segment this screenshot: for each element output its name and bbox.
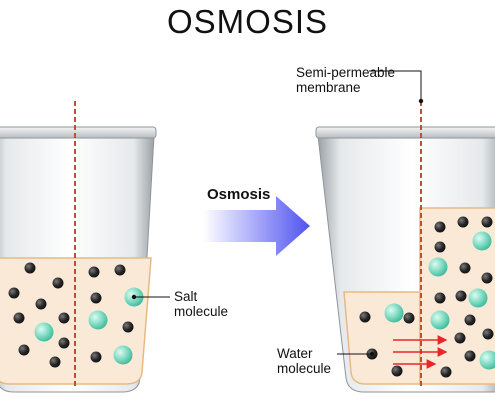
water-molecule: [482, 328, 494, 340]
water-molecule: [49, 356, 61, 368]
water-molecule: [8, 287, 20, 299]
salt-molecule: [479, 350, 495, 370]
left-beaker: [0, 101, 170, 393]
salt-label-line2: molecule: [174, 304, 229, 319]
salt-pointer-dot: [131, 294, 137, 300]
page-title: OSMOSIS: [166, 3, 329, 40]
water-molecule: [434, 292, 446, 304]
water-label: Water molecule: [277, 346, 331, 376]
salt-label-line1: Salt: [174, 289, 198, 304]
water-molecule: [454, 332, 466, 344]
right-beaker: [315, 70, 495, 393]
membrane-pointer-dot: [418, 98, 424, 104]
water-molecule: [481, 216, 493, 228]
osmosis-arrow-label: Osmosis: [207, 186, 271, 203]
membrane-pointer-line: [369, 70, 422, 101]
salt-molecule: [34, 322, 54, 342]
water-molecule: [457, 216, 469, 228]
water-label-line1: Water: [277, 346, 313, 361]
water-molecule: [434, 241, 446, 253]
water-molecule: [464, 314, 476, 326]
salt-molecule: [113, 345, 133, 365]
membrane-label-line2: membrane: [296, 80, 361, 95]
salt-label: Salt molecule: [174, 289, 228, 319]
water-molecule: [359, 311, 371, 323]
right-solution-low: [343, 291, 421, 385]
water-label-line2: molecule: [277, 361, 332, 376]
water-molecule: [481, 272, 493, 284]
water-molecule: [13, 312, 25, 324]
water-molecule: [440, 366, 452, 378]
right-beaker-rim: [315, 126, 495, 139]
water-molecule: [464, 350, 476, 362]
water-molecule: [88, 266, 100, 278]
membrane-label: Semi-permeable membrane: [296, 65, 395, 95]
salt-molecule: [468, 288, 488, 308]
water-molecule: [114, 264, 126, 276]
water-molecule: [434, 221, 446, 233]
salt-molecule: [384, 303, 404, 323]
salt-molecule: [428, 257, 448, 277]
water-molecule: [459, 262, 471, 274]
water-molecule: [35, 298, 47, 310]
water-molecule: [52, 277, 64, 289]
salt-molecule: [88, 310, 108, 330]
water-molecule: [403, 312, 415, 324]
water-molecule: [391, 365, 403, 377]
salt-molecule: [472, 231, 492, 251]
membrane-label-line1: Semi-permeable: [296, 65, 396, 80]
water-molecule: [122, 321, 134, 333]
water-molecule: [58, 312, 70, 324]
water-molecule: [18, 344, 30, 356]
left-beaker-rim: [0, 126, 157, 139]
water-molecule: [58, 337, 70, 349]
water-molecule: [90, 292, 102, 304]
salt-molecule: [430, 310, 450, 330]
osmosis-arrow: [203, 196, 310, 256]
water-pointer-dot: [369, 351, 375, 357]
water-molecule: [24, 262, 36, 274]
water-molecule: [455, 290, 467, 302]
water-molecule: [90, 351, 102, 363]
